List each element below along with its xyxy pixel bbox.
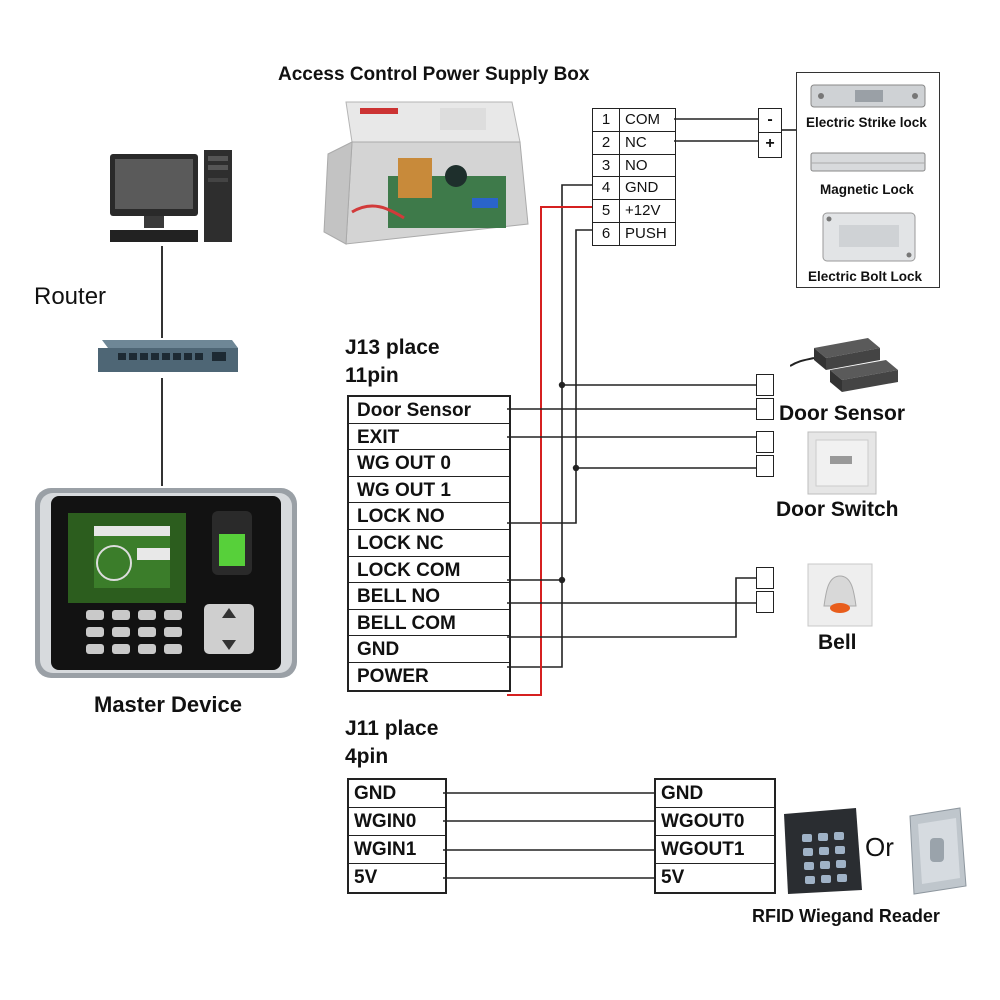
wire-power-12v [507,206,592,696]
j13-place-label: J13 place [345,336,440,359]
electric-bolt-lock-icon [822,212,916,262]
junction-dot [558,576,566,584]
terminal-row-4: 4 GND [593,177,675,201]
door-sensor-connector-top [756,374,774,396]
terminal-name: +12V [625,202,661,220]
junction-dot [558,381,566,389]
wire-bell-com [507,577,756,638]
terminal-row-2: 2 NC [593,131,675,155]
power-supply-box-icon [323,101,529,245]
j13-row: GND [349,636,509,663]
card-reader-icon [909,807,967,895]
magnetic-lock-label: Magnetic Lock [820,182,914,197]
door-switch-connector-top [756,431,774,453]
or-label: Or [865,832,894,862]
wire-gnd-bus [507,184,592,668]
j13-row: LOCK NC [349,530,509,557]
j11-right-table: GND WGOUT0 WGOUT1 5V [654,778,776,894]
electric-bolt-lock-label: Electric Bolt Lock [808,269,923,284]
terminal-row-6: 6 PUSH [593,222,675,245]
terminal-name: COM [625,111,660,128]
j13-row: BELL COM [349,610,509,637]
terminal-name: GND [625,179,659,197]
plus-sign: + [765,135,775,152]
terminal-num: 4 [593,177,620,200]
router-switch-icon [98,340,238,372]
magnetic-lock-icon [810,152,926,172]
terminal-row-5: 5 +12V [593,200,675,223]
terminal-name: PUSH [625,224,667,242]
lock-options-panel: Electric Strike lock Magnetic Lock Elect… [796,72,940,288]
j11-right-row: 5V [661,867,685,888]
j11-pin-count: 4pin [345,745,389,768]
j13-row: LOCK NO [349,503,509,530]
wire-push-bus [507,229,592,524]
lock-polarity-terminal: - + [758,108,782,158]
terminal-name: NC [625,133,647,151]
terminal-num: 2 [593,131,620,154]
j13-pin-table: Door Sensor EXIT WG OUT 0 WG OUT 1 LOCK … [347,395,511,692]
terminal-row-1: 1 COM [593,109,675,132]
door-switch-label: Door Switch [776,498,899,521]
terminal-num: 6 [593,222,620,245]
j13-row: LOCK COM [349,557,509,584]
j11-left-row: WGIN0 [349,808,445,836]
j11-right-row: WGOUT1 [656,836,774,864]
terminal-num: 3 [593,154,620,177]
power-box-title: Access Control Power Supply Box [278,64,590,85]
rfid-reader-label: RFID Wiegand Reader [752,906,940,926]
router-label: Router [34,283,107,310]
j13-row: POWER [357,665,429,687]
computer-icon [110,150,232,242]
j13-pin-count: 11pin [345,364,399,387]
j11-right-row: WGOUT0 [656,808,774,836]
j13-row: EXIT [349,424,509,451]
bell-connector-bottom [756,591,774,613]
terminal-name: NO [625,156,648,174]
j11-left-table: GND WGIN0 WGIN1 5V [347,778,447,894]
j13-row: BELL NO [349,583,509,610]
door-switch-icon [807,431,877,495]
bell-icon [807,563,873,627]
door-sensor-label: Door Sensor [779,402,906,425]
j11-right-row: GND [656,780,774,808]
j13-row: WG OUT 1 [349,477,509,504]
keypad-reader-icon [784,808,862,894]
terminal-row-3: 3 NO [593,154,675,178]
terminal-num: 1 [593,109,620,131]
j13-row: Door Sensor [349,397,509,424]
j11-left-row: GND [349,780,445,808]
bell-label: Bell [818,631,857,654]
door-sensor-connector-bottom [756,398,774,420]
door-sensor-icon [790,338,898,392]
electric-strike-lock-icon [810,84,926,108]
bell-connector-top [756,567,774,589]
master-device-icon [35,488,297,678]
j11-left-row: WGIN1 [349,836,445,864]
terminal-num: 5 [593,200,620,222]
door-switch-connector-bottom [756,455,774,477]
minus-sign: - [759,109,781,133]
electric-strike-lock-label: Electric Strike lock [806,115,927,130]
power-terminal-block: 1 COM 2 NC 3 NO 4 GND 5 +12V 6 PUSH [592,108,676,246]
junction-dot [572,464,580,472]
j13-row: WG OUT 0 [349,450,509,477]
j11-left-row: 5V [354,867,378,888]
j11-place-label: J11 place [345,717,439,740]
master-device-label: Master Device [94,692,242,717]
